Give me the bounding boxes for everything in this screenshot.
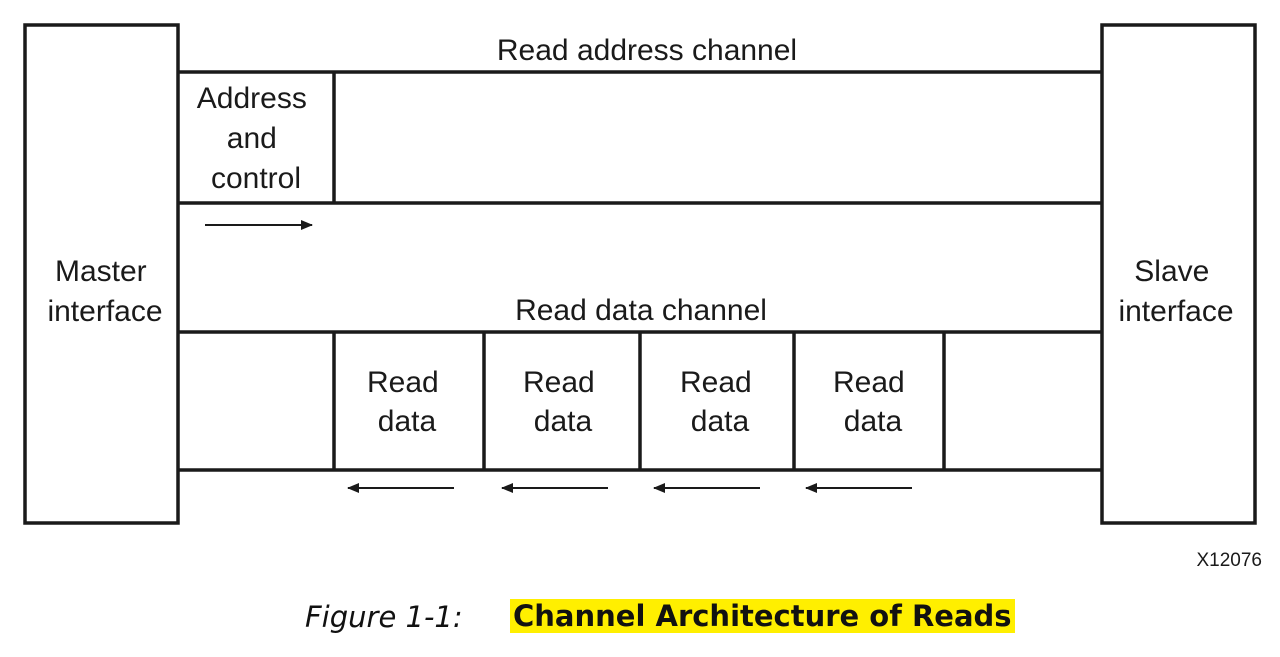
read-data-payload-line: Read [680,366,752,399]
read-data-payload-line: data [378,405,437,438]
address-control-payload-line: control [211,162,301,195]
slave-interface-label-line: Slave [1134,255,1209,288]
read-data-payload-line: data [844,405,903,438]
master-interface-label: Master interface [47,255,162,328]
read-data-payload-line: data [534,405,593,438]
read-channel-architecture-diagram: Master interface Slave interface Read ad… [23,23,1262,571]
slave-interface-label-line: interface [1118,295,1233,328]
figure-title: Channel Architecture of Reads [510,599,1015,633]
read-data-payload-label: Read data [680,366,760,438]
master-interface-block [23,23,180,525]
read-data-payload-line: Read [833,366,905,399]
read-data-payload-line: data [691,405,750,438]
master-interface-label-line: Master [55,255,147,288]
slave-interface-label: Slave interface [1118,255,1233,328]
read-data-payload-line: Read [523,366,595,399]
figure-caption: Figure 1-1: Channel Architecture of Read… [0,599,1280,640]
read-data-payload-line: Read [367,366,439,399]
read-data-payload-label: Read data [367,366,447,438]
address-control-payload-label: Address and control [197,82,315,195]
master-interface-label-line: interface [47,295,162,328]
read-address-channel-label: Read address channel [497,34,797,67]
read-data-payload-label: Read data [523,366,603,438]
read-data-channel-label: Read data channel [515,294,767,327]
address-control-payload-line: Address [197,82,307,115]
read-data-payload-label: Read data [833,366,913,438]
figure-id: X12076 [1196,550,1262,571]
slave-interface-block [1100,23,1257,525]
address-control-payload-line: and [227,122,277,155]
figure-number: Figure 1-1: [305,600,463,634]
